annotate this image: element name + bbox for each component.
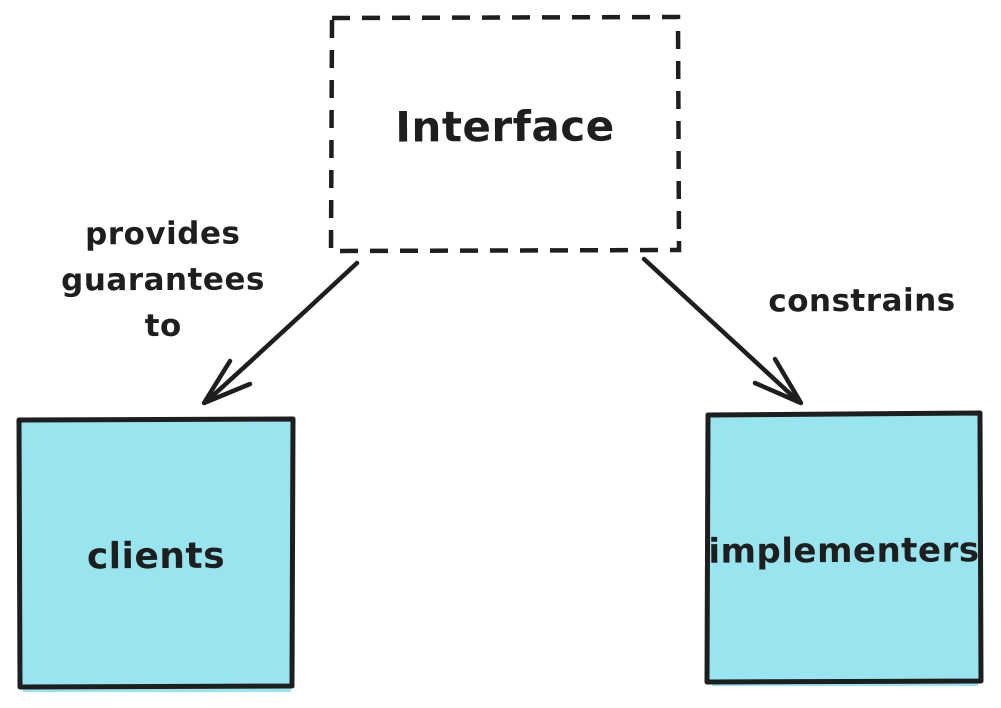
clients-box <box>16 416 296 690</box>
constrains-label: constrains <box>768 282 956 320</box>
provides-line-1: provides <box>85 215 241 253</box>
clients-label: clients <box>86 535 226 578</box>
provides-line-3: to <box>144 307 182 345</box>
interface-label: Interface <box>395 101 615 152</box>
provides-line-2: guarantees <box>61 261 265 299</box>
arrow-provides-shaft <box>204 260 360 404</box>
implementers-label: implementers <box>708 530 980 572</box>
implementers-box <box>704 410 984 685</box>
interface-box-outline <box>328 14 682 254</box>
arrow-constrains-shaft <box>641 256 801 404</box>
arrow-provides-head-icon <box>201 358 253 406</box>
arrow-constrains-head-icon <box>752 356 804 406</box>
provides-guarantees-label: provides guarantees to <box>33 210 294 349</box>
